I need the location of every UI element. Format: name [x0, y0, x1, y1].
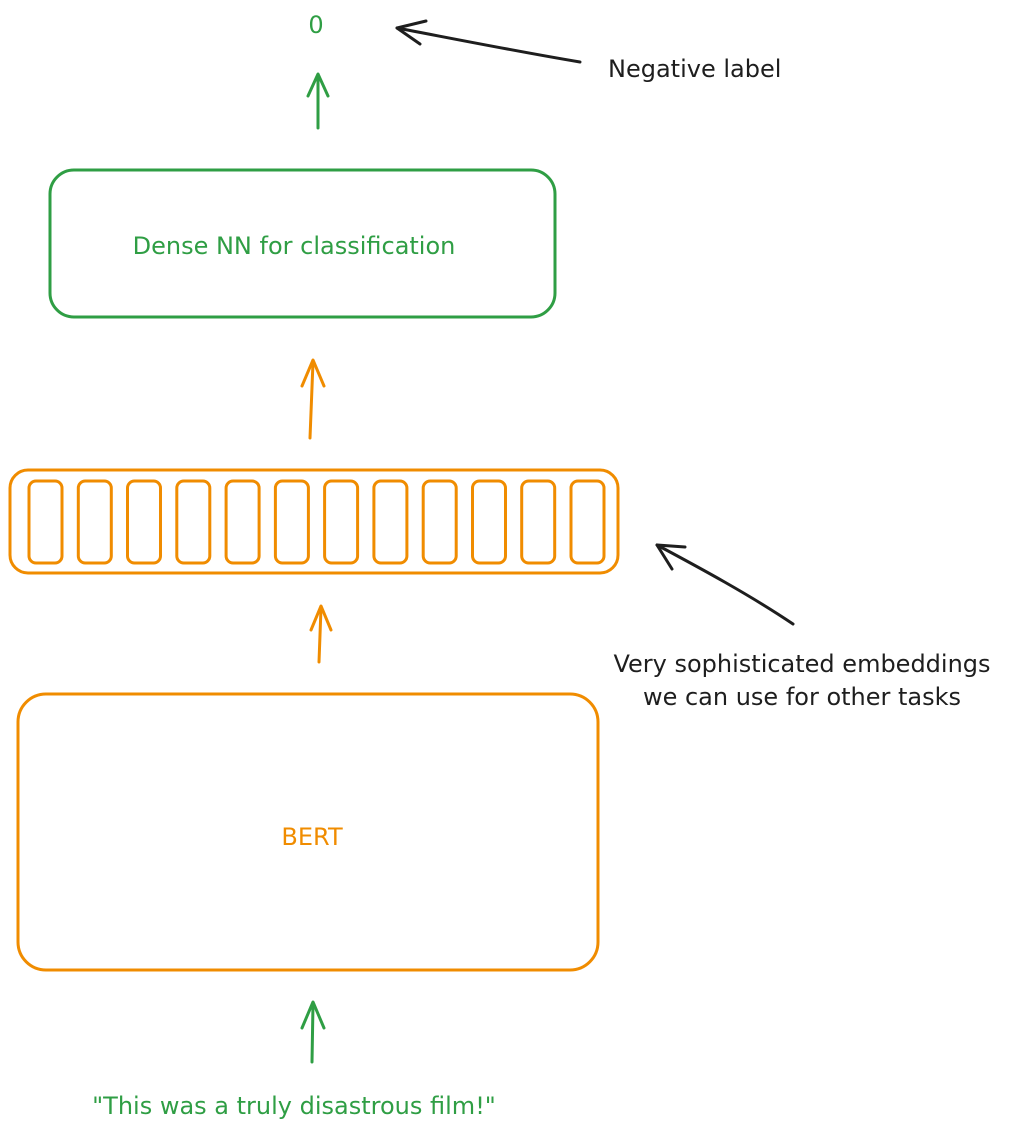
output-annotation-text: Negative label [608, 55, 781, 83]
embedding-annotation-line2: we can use for other tasks [643, 683, 961, 711]
embedding-vector [8, 468, 620, 575]
classifier-to-output-arrow [306, 72, 330, 130]
input-to-bert-arrow [300, 1000, 326, 1064]
embedding-cell [224, 479, 261, 565]
embedding-cells [27, 479, 606, 565]
embedding-cell [76, 479, 113, 565]
bert-box [16, 692, 600, 972]
output-annotation-arrow [395, 19, 582, 64]
embedding-cell [421, 479, 458, 565]
embedding-annotation-arrow [655, 543, 795, 626]
embedding-cell [27, 479, 64, 565]
classifier-label: Dense NN for classification [133, 232, 456, 260]
embedding-annotation-line1: Very sophisticated embeddings [613, 650, 990, 678]
embeddings-to-classifier-arrow [300, 358, 326, 440]
embedding-cell [323, 479, 360, 565]
embedding-cell [520, 479, 557, 565]
bert-label: BERT [281, 823, 343, 851]
embedding-cell [126, 479, 162, 565]
input-text: "This was a truly disastrous film!" [92, 1092, 496, 1120]
embedding-cell [471, 479, 507, 565]
embedding-cell [273, 479, 310, 565]
output-label: 0 [308, 11, 323, 39]
embedding-cell [372, 479, 409, 565]
classifier-box [48, 168, 557, 319]
bert-to-embeddings-arrow [309, 604, 333, 664]
embedding-cell [569, 479, 606, 565]
embedding-cell [175, 479, 212, 565]
